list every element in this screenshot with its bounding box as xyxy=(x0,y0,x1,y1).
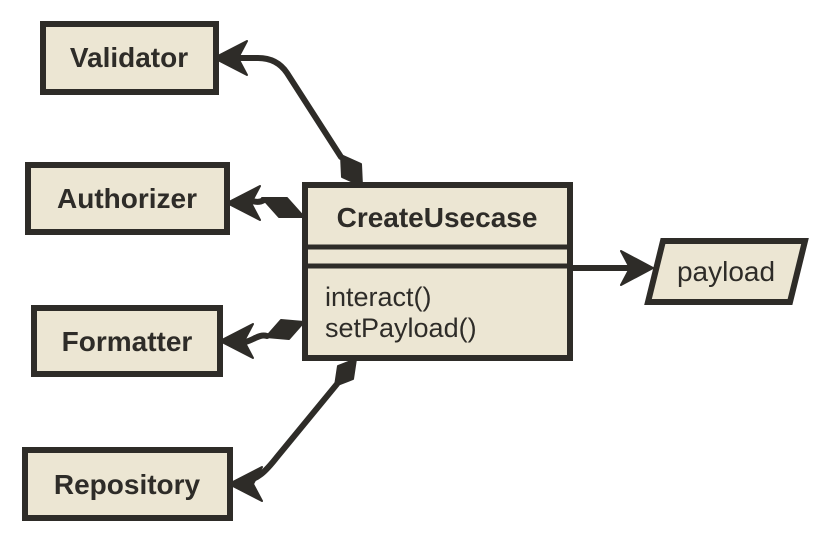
open-arrowhead-icon xyxy=(219,323,254,359)
edge-createusecase-validator xyxy=(213,40,363,187)
node-createusecase-method: interact() xyxy=(325,282,432,312)
edge-line xyxy=(237,55,344,160)
edge-line xyxy=(237,381,340,486)
composition-diamond-icon xyxy=(265,319,305,340)
node-createusecase-box xyxy=(302,182,573,361)
node-repository-box xyxy=(22,447,233,521)
composition-diamond-icon xyxy=(334,358,357,387)
edge-createusecase-authorizer xyxy=(226,185,305,221)
node-formatter-box xyxy=(31,305,223,377)
node-authorizer-box xyxy=(25,162,230,235)
node-validator-label: Validator xyxy=(70,42,188,73)
node-validator: Validator xyxy=(40,21,219,95)
node-repository: Repository xyxy=(22,447,233,521)
node-payload: payload xyxy=(644,238,809,305)
edge-createusecase-formatter xyxy=(219,319,305,359)
node-createusecase: CreateUsecase interact() setPayload() xyxy=(302,182,573,361)
node-authorizer-label: Authorizer xyxy=(57,183,197,214)
node-validator-box xyxy=(40,21,219,95)
edge-createusecase-repository xyxy=(228,358,357,502)
open-arrowhead-icon xyxy=(213,40,248,76)
open-arrowhead-icon xyxy=(228,466,263,502)
node-repository-label: Repository xyxy=(54,469,201,500)
open-arrowhead-icon xyxy=(620,250,654,286)
node-formatter: Formatter xyxy=(31,305,223,377)
node-payload-label: payload xyxy=(677,256,775,287)
node-payload-shape xyxy=(644,238,809,305)
node-formatter-label: Formatter xyxy=(62,326,193,357)
open-arrowhead-icon xyxy=(226,185,261,221)
node-authorizer: Authorizer xyxy=(25,162,230,235)
node-createusecase-method: setPayload() xyxy=(325,313,477,343)
composition-diamond-icon xyxy=(340,154,363,187)
edge-createusecase-payload xyxy=(566,250,654,286)
composition-diamond-icon xyxy=(261,197,305,218)
node-createusecase-title: CreateUsecase xyxy=(337,202,538,233)
